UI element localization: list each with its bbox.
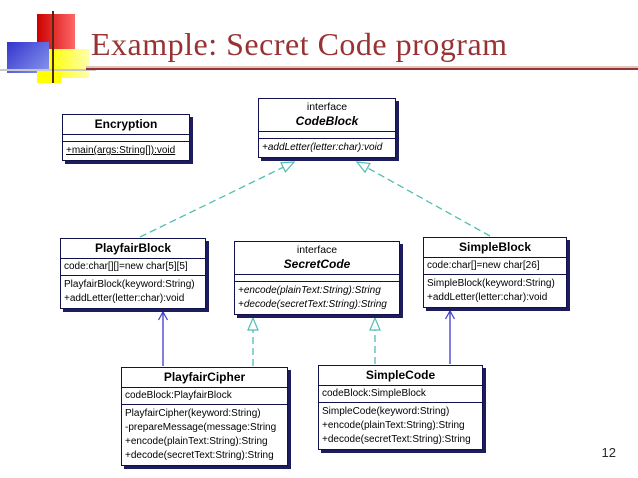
methods-compartment: SimpleCode(keyword:String) +encode(plain…: [319, 403, 482, 449]
title-underline-dark: [86, 68, 638, 70]
attributes-compartment: [63, 135, 189, 142]
methods-compartment: PlayfairCipher(keyword:String) -prepareM…: [122, 405, 287, 465]
attributes-compartment: code:char[]=new char[26]: [424, 258, 566, 275]
attributes-compartment: [259, 132, 395, 139]
class-header: Encryption: [63, 115, 189, 135]
class-box-encryption: Encryption +main(args:String[]):void: [62, 114, 190, 161]
class-name: SimpleBlock: [458, 240, 532, 254]
method-label: PlayfairCipher(keyword:String): [125, 408, 261, 419]
method-label: PlayfairBlock(keyword:String): [64, 279, 195, 290]
logo-blue-square: [7, 42, 49, 73]
class-header: interface CodeBlock: [259, 99, 395, 132]
class-header: interface SecretCode: [235, 242, 399, 275]
logo-yellow-small-square: [37, 71, 61, 83]
class-box-playfairblock: PlayfairBlock code:char[][]=new char[5][…: [60, 238, 206, 309]
method-label: +addLetter(letter:char):void: [64, 293, 185, 304]
attributes-compartment: codeBlock:PlayfairBlock: [122, 388, 287, 405]
attribute-label: codeBlock:SimpleBlock: [322, 388, 426, 399]
stereotype-label: interface: [296, 244, 338, 256]
class-name: SecretCode: [283, 257, 351, 271]
method-label: +decode(secretText:String):String: [238, 299, 387, 310]
attributes-compartment: [235, 275, 399, 282]
attributes-compartment: codeBlock:SimpleBlock: [319, 386, 482, 403]
logo-vertical-line: [52, 11, 54, 83]
class-name: PlayfairBlock: [94, 241, 172, 255]
methods-compartment: PlayfairBlock(keyword:String) +addLetter…: [61, 276, 205, 308]
class-box-secretcode: interface SecretCode +encode(plainText:S…: [234, 241, 400, 315]
class-name: SimpleCode: [365, 368, 436, 382]
method-label: +decode(secretText:String):String: [322, 434, 471, 445]
attribute-label: codeBlock:PlayfairBlock: [125, 390, 232, 401]
method-label: +addLetter(letter:char):void: [427, 292, 548, 303]
class-name: CodeBlock: [295, 114, 359, 128]
method-label: SimpleBlock(keyword:String): [427, 278, 555, 289]
method-label: -prepareMessage(message:String: [125, 422, 277, 433]
attribute-label: code:char[]=new char[26]: [427, 260, 540, 271]
methods-compartment: +main(args:String[]):void: [63, 142, 189, 160]
realization-simpleblock-codeblock: [355, 161, 491, 237]
realization-playfairblock-codeblock: [139, 161, 296, 238]
method-label: +main(args:String[]):void: [66, 145, 176, 156]
logo-horizontal-line: [0, 69, 96, 71]
method-label: +encode(plainText:String):String: [322, 420, 465, 431]
method-label: +encode(plainText:String):String: [125, 436, 268, 447]
attributes-compartment: code:char[][]=new char[5][5]: [61, 259, 205, 276]
class-box-simpleblock: SimpleBlock code:char[]=new char[26] Sim…: [423, 237, 567, 308]
class-box-playfaircipher: PlayfairCipher codeBlock:PlayfairBlock P…: [121, 367, 288, 466]
methods-compartment: SimpleBlock(keyword:String) +addLetter(l…: [424, 275, 566, 307]
attribute-label: code:char[][]=new char[5][5]: [64, 261, 188, 272]
class-header: SimpleCode: [319, 366, 482, 386]
method-label: +decode(secretText:String):String: [125, 450, 274, 461]
class-header: PlayfairBlock: [61, 239, 205, 259]
class-box-simplecode: SimpleCode codeBlock:SimpleBlock SimpleC…: [318, 365, 483, 450]
stereotype-label: interface: [306, 101, 348, 113]
method-label: SimpleCode(keyword:String): [322, 406, 450, 417]
class-header: PlayfairCipher: [122, 368, 287, 388]
class-name: Encryption: [94, 117, 158, 131]
slide-title: Example: Secret Code program: [91, 26, 508, 62]
page-number: 12: [601, 445, 616, 460]
class-name: PlayfairCipher: [163, 370, 246, 384]
methods-compartment: +encode(plainText:String):String +decode…: [235, 282, 399, 314]
methods-compartment: +addLetter(letter:char):void: [259, 139, 395, 157]
method-label: +addLetter(letter:char):void: [262, 142, 383, 153]
method-label: +encode(plainText:String):String: [238, 285, 381, 296]
class-box-codeblock: interface CodeBlock +addLetter(letter:ch…: [258, 98, 396, 158]
class-header: SimpleBlock: [424, 238, 566, 258]
title-underline-light: [86, 66, 638, 68]
